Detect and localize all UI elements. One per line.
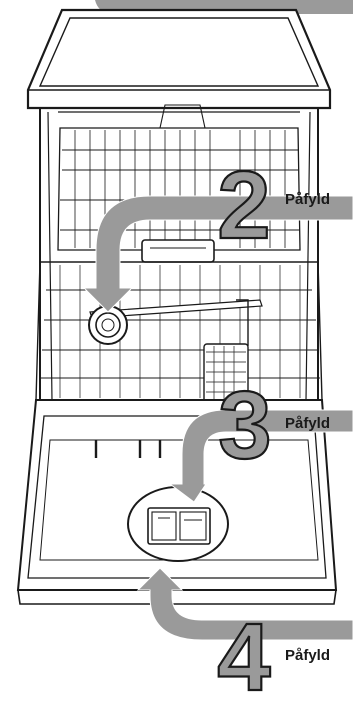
callout-label: Påfyld: [285, 415, 330, 432]
callout-4: 4 Påfyld: [217, 604, 330, 701]
dishwasher-top: [28, 10, 330, 108]
callout-label: Påfyld: [285, 191, 330, 208]
callout-number: 4: [217, 604, 270, 701]
lower-basket: [36, 262, 322, 414]
callout-number: 3: [218, 372, 271, 479]
callout-number: 2: [217, 152, 270, 259]
callout-label: Påfyld: [285, 647, 330, 664]
detergent-dispenser: [128, 487, 228, 561]
